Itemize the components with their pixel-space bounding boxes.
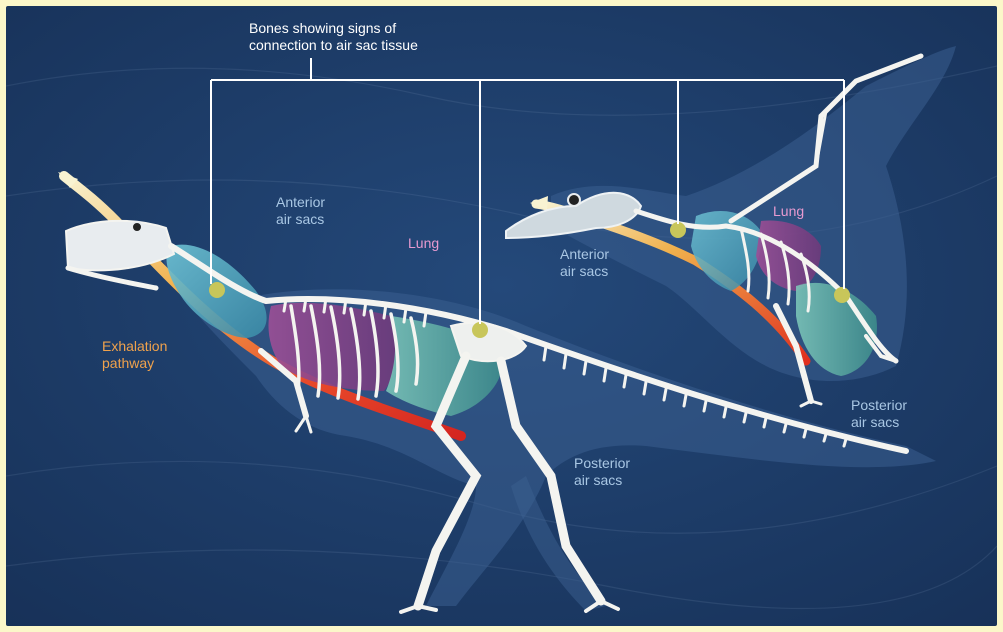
dinosaur-anterior-air-sacs-label: Anterior air sacs [276, 194, 325, 228]
label-line: Lung [408, 235, 439, 252]
label-line: Anterior [276, 194, 325, 211]
bird-anterior-air-sacs-label: Anterior air sacs [560, 246, 609, 280]
bird-bone-marker-neck [670, 222, 686, 238]
bird-lung-label: Lung [773, 203, 804, 220]
callout-label: Bones showing signs of connection to air… [249, 20, 418, 54]
callout-line-2: connection to air sac tissue [249, 37, 418, 54]
label-line: air sacs [276, 211, 325, 228]
label-line: air sacs [560, 263, 609, 280]
dinosaur-lung-label: Lung [408, 235, 439, 252]
label-line: air sacs [851, 414, 907, 431]
diagram-illustration [6, 6, 997, 626]
callout-line-1: Bones showing signs of [249, 20, 418, 37]
label-line: Lung [773, 203, 804, 220]
dinosaur-posterior-air-sacs-label: Posterior air sacs [574, 455, 630, 489]
label-line: air sacs [574, 472, 630, 489]
bird-posterior-air-sacs-label: Posterior air sacs [851, 397, 907, 431]
bird-eye [568, 194, 580, 206]
label-line: Exhalation [102, 338, 167, 355]
label-line: Anterior [560, 246, 609, 263]
diagram-canvas: Bones showing signs of connection to air… [6, 6, 997, 626]
dinosaur-bone-marker-pelvis [472, 322, 488, 338]
bird-bone-marker-back [834, 287, 850, 303]
dinosaur-bone-marker-neck [209, 282, 225, 298]
label-line: Posterior [574, 455, 630, 472]
label-line: pathway [102, 355, 167, 372]
label-line: Posterior [851, 397, 907, 414]
dinosaur-exhalation-pathway-label: Exhalation pathway [102, 338, 167, 372]
